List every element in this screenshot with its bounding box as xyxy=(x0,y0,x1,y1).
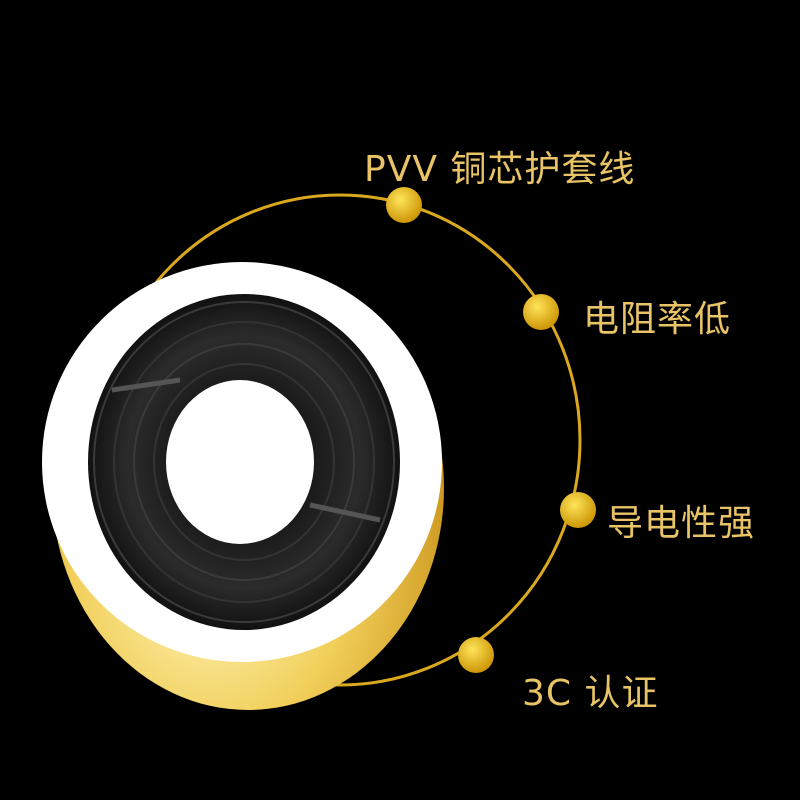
feature-dot-2 xyxy=(523,294,559,330)
feature-label-conductivity: 导电性强 xyxy=(607,503,756,544)
feature-label-3c-cert: 3C 认证 xyxy=(522,673,659,714)
feature-label-pvv: PVV 铜芯护套线 xyxy=(364,149,636,190)
feature-dot-1 xyxy=(386,187,422,223)
cable-coil-image xyxy=(88,294,400,630)
feature-dot-3 xyxy=(560,492,596,528)
feature-label-low-resistivity: 电阻率低 xyxy=(583,299,732,340)
feature-dot-4 xyxy=(458,637,494,673)
